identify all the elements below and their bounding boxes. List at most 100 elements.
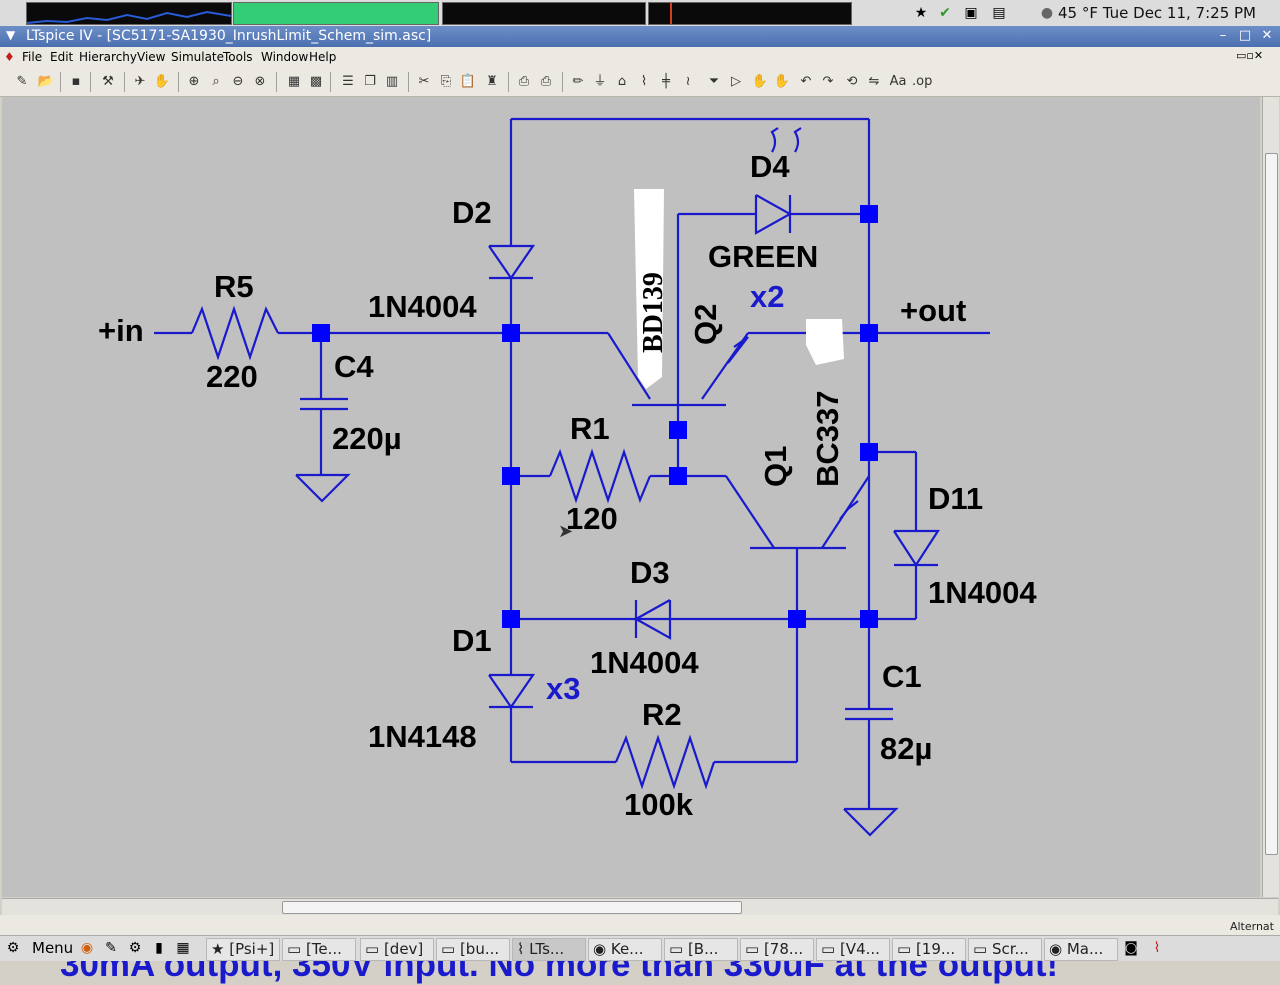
schematic-drawing: [154, 117, 990, 837]
run-icon[interactable]: ✈: [134, 74, 146, 89]
autorange-icon[interactable]: ▦: [287, 74, 301, 89]
mdi-controls[interactable]: ▭▫✕: [1236, 49, 1264, 62]
redo-icon[interactable]: ↷: [822, 74, 834, 89]
d3-value: 1N4004: [590, 645, 699, 680]
find-icon[interactable]: ♜: [486, 74, 498, 89]
q1-label: Q1: [758, 445, 793, 487]
task-terminal[interactable]: ▭ [Te...: [282, 938, 356, 961]
cascade-icon[interactable]: ❐: [364, 74, 376, 89]
task-ke[interactable]: ◉ Ke...: [588, 938, 662, 961]
r5-value: 220: [206, 359, 258, 394]
undo-icon[interactable]: ↶: [800, 74, 812, 89]
menu-window[interactable]: Window: [261, 50, 309, 64]
d4-label: D4: [750, 149, 790, 184]
grid-icon[interactable]: ▩: [309, 74, 323, 89]
close-button[interactable]: ✕: [1261, 28, 1273, 43]
ltspice-tray-icon[interactable]: ⌇: [1153, 940, 1161, 956]
r1-value: 120: [566, 501, 618, 536]
c4-value: 220µ: [332, 421, 402, 456]
zoom-fit-icon[interactable]: ⊗: [254, 74, 266, 89]
window-title: LTspice IV - [SC5171-SA1930_InrushLimit_…: [26, 28, 432, 44]
star-icon[interactable]: ★: [914, 5, 928, 21]
task-bu[interactable]: ▭ [bu...: [436, 938, 510, 961]
vertical-scrollbar[interactable]: [1262, 97, 1279, 897]
task-b[interactable]: ▭ [B...: [664, 938, 738, 961]
control-panel-icon[interactable]: ⚒: [102, 74, 114, 89]
ground-icon[interactable]: ⏚: [593, 74, 607, 89]
spice-directive-icon[interactable]: .op: [912, 74, 933, 89]
pan-icon[interactable]: ⌕: [212, 74, 220, 89]
screenshot-icon[interactable]: ◙: [1124, 940, 1138, 956]
tile-vertical-icon[interactable]: ▥: [385, 74, 399, 89]
terminal-icon[interactable]: ▮: [155, 940, 163, 956]
minimize-button[interactable]: –: [1219, 28, 1227, 43]
text-icon[interactable]: Aa: [889, 74, 907, 89]
paste-icon[interactable]: 📋: [459, 74, 477, 89]
clock[interactable]: Tue Dec 11, 7:25 PM: [1102, 4, 1256, 22]
network-icon[interactable]: ▣: [964, 5, 978, 21]
settings-icon[interactable]: ⚙: [128, 940, 142, 956]
task-scr[interactable]: ▭ Scr...: [968, 938, 1042, 961]
task-19[interactable]: ▭ [19...: [892, 938, 966, 961]
drag-icon[interactable]: ✋: [773, 74, 791, 89]
horizontal-scrollbar[interactable]: [2, 898, 1278, 915]
calculator-icon[interactable]: ▦: [176, 940, 190, 956]
draw-wire-icon[interactable]: ✏: [572, 74, 584, 89]
shield-icon[interactable]: ✔: [939, 5, 951, 21]
menu-view[interactable]: View: [137, 50, 166, 64]
task-v4[interactable]: ▭ [V4...: [816, 938, 890, 961]
firefox-icon[interactable]: ◉: [80, 940, 94, 956]
d4-value: GREEN: [708, 239, 819, 274]
maximize-button[interactable]: □: [1238, 28, 1252, 43]
halt-icon[interactable]: ✋: [153, 74, 171, 89]
copy-icon[interactable]: ⎘: [440, 74, 452, 89]
resistor-icon[interactable]: ⌇: [640, 74, 648, 89]
menu-edit[interactable]: Edit: [50, 50, 74, 64]
menu-bar: ♦ File Edit Hierarchy View Simulate Tool…: [0, 47, 1280, 69]
menu-button[interactable]: Menu: [32, 939, 74, 957]
d1-value: 1N4148: [368, 719, 477, 754]
vertical-scroll-thumb[interactable]: [1265, 153, 1278, 855]
zoom-in-icon[interactable]: ⊕: [188, 74, 200, 89]
cut-icon[interactable]: ✂: [418, 74, 430, 89]
schematic-canvas[interactable]: +in R5 220 C4 220µ D2 1N4004 D4 GREEN x2…: [2, 97, 1260, 984]
menu-gear-icon[interactable]: ⚙: [6, 940, 20, 956]
menu-tools[interactable]: Tools: [223, 50, 253, 64]
inductor-icon[interactable]: ≀: [685, 74, 691, 89]
mirror-icon[interactable]: ⇋: [868, 74, 880, 89]
app-icon[interactable]: ♦: [4, 50, 15, 64]
open-icon[interactable]: 📂: [37, 74, 55, 89]
capacitor-icon[interactable]: ╪: [662, 74, 670, 89]
new-schematic-icon[interactable]: ✎: [16, 74, 28, 89]
window-menu-icon[interactable]: ▼: [6, 28, 16, 42]
print-setup-icon[interactable]: ⎙: [518, 74, 530, 89]
move-icon[interactable]: ✋: [751, 74, 769, 89]
save-icon[interactable]: ▪: [71, 74, 81, 89]
editor-icon[interactable]: ✎: [105, 940, 117, 956]
menu-help[interactable]: Help: [309, 50, 337, 64]
net-in-label: +in: [98, 313, 144, 348]
print-icon[interactable]: ⎙: [540, 74, 552, 89]
task-ltspice[interactable]: ⌇ LTs...: [512, 938, 586, 961]
d11-value: 1N4004: [928, 575, 1037, 610]
task-psi[interactable]: ★ [Psi+]: [206, 938, 280, 961]
label-net-icon[interactable]: ⌂: [617, 74, 627, 89]
task-dev[interactable]: ▭ [dev]: [360, 938, 434, 961]
diode-icon[interactable]: ⏷: [708, 74, 720, 89]
title-bar[interactable]: ▼ LTspice IV - [SC5171-SA1930_InrushLimi…: [0, 26, 1280, 47]
net-out-label: +out: [900, 293, 967, 328]
d1-multiplier: x3: [546, 671, 581, 706]
zoom-out-icon[interactable]: ⊖: [232, 74, 244, 89]
status-text: Alternat: [1229, 920, 1274, 933]
component-icon[interactable]: ▷: [731, 74, 741, 89]
horizontal-scroll-thumb[interactable]: [282, 901, 742, 914]
task-ma[interactable]: ◉ Ma...: [1044, 938, 1118, 961]
task-78[interactable]: ▭ [78...: [740, 938, 814, 961]
display-icon[interactable]: ▤: [992, 5, 1006, 21]
menu-hierarchy[interactable]: Hierarchy: [79, 50, 138, 64]
menu-simulate[interactable]: Simulate: [171, 50, 225, 64]
q2-label: Q2: [688, 303, 723, 345]
rotate-icon[interactable]: ⟲: [846, 74, 858, 89]
menu-file[interactable]: File: [22, 50, 43, 64]
tile-horizontal-icon[interactable]: ☰: [342, 74, 354, 89]
